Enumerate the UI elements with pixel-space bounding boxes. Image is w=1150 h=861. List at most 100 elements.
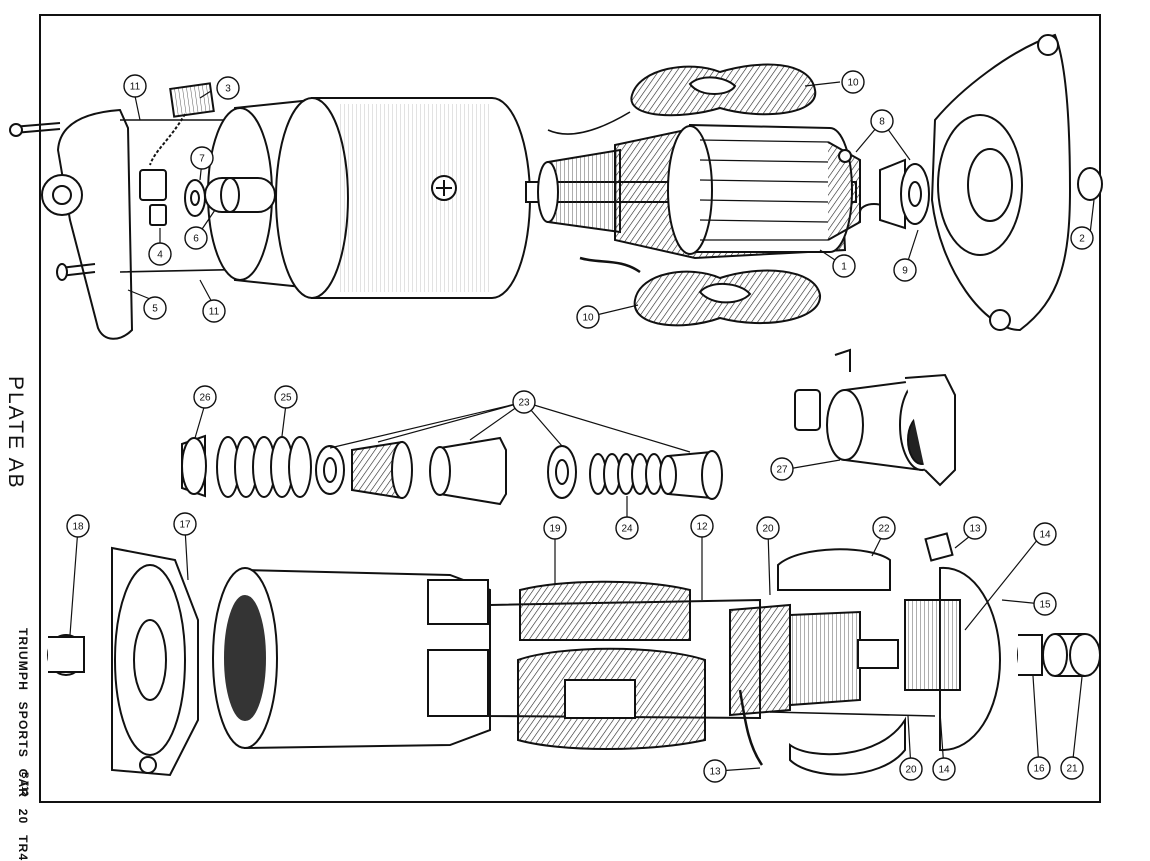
callout-circle (1033, 592, 1057, 616)
callout-number: 19 (549, 524, 561, 535)
leader-lines (69, 81, 1095, 772)
callout-number: 24 (621, 524, 633, 535)
callout-circle (690, 514, 714, 538)
callout-circle (543, 516, 567, 540)
callout-number: 10 (847, 78, 859, 89)
callout-16: 16 (1027, 756, 1051, 780)
callout-2: 2 (1070, 226, 1094, 250)
callout-17: 17 (173, 512, 197, 536)
callout-26: 26 (193, 385, 217, 409)
callout-19: 19 (543, 516, 567, 540)
callout-6: 6 (184, 226, 208, 250)
callout-number: 22 (878, 524, 890, 535)
armature-core (729, 603, 791, 717)
callout-number: 14 (1039, 530, 1051, 541)
commutator (789, 610, 861, 707)
callout-number: 7 (199, 154, 205, 165)
callout-circle (841, 70, 865, 94)
callout-number: 14 (938, 765, 950, 776)
callout-circle (870, 109, 894, 133)
callout-13: 13 (703, 759, 727, 783)
callout-number: 12 (696, 522, 708, 533)
callout-20: 20 (899, 757, 923, 781)
through-bolt (769, 711, 936, 717)
callout-number: 10 (582, 313, 594, 324)
plate-title: PLATE AB (4, 376, 27, 490)
callout-23: 23 (512, 390, 536, 414)
callout-circle (193, 385, 217, 409)
callout-circle (66, 514, 90, 538)
callout-circle (1033, 522, 1057, 546)
callout-number: 6 (193, 234, 199, 245)
callout-number: 2 (1079, 234, 1085, 245)
callout-11: 11 (123, 74, 147, 98)
drive-pinion-parts (181, 434, 723, 506)
callout-circle (202, 299, 226, 323)
callout-number: 21 (1066, 764, 1078, 775)
plate-code: B 712 (20, 772, 30, 797)
callout-number: 26 (199, 393, 211, 404)
callout-circle (576, 305, 600, 329)
callout-circle (963, 516, 987, 540)
callout-22: 22 (872, 516, 896, 540)
brush-box (139, 169, 167, 201)
callout-number: 3 (225, 84, 231, 95)
callout-circle (893, 258, 917, 282)
lower-starter-assembly (47, 532, 1101, 777)
callout-12: 12 (690, 514, 714, 538)
callout-circle (615, 516, 639, 540)
callout-circle (184, 226, 208, 250)
brush-gear (904, 599, 961, 691)
callout-20: 20 (756, 516, 780, 540)
field-coil-upper (519, 580, 691, 641)
callout-number: 15 (1039, 600, 1051, 611)
callout-13: 13 (963, 516, 987, 540)
footer-title: TRIUMPH SPORTS CAR 20 TR4 (16, 628, 30, 861)
bush (220, 177, 240, 213)
callout-circle (932, 757, 956, 781)
callout-4: 4 (148, 242, 172, 266)
callout-1: 1 (832, 254, 856, 278)
callout-circle (756, 516, 780, 540)
callout-circle (512, 390, 536, 414)
callout-circle (872, 516, 896, 540)
callout-circle (190, 146, 214, 170)
callout-21: 21 (1060, 756, 1084, 780)
callout-5: 5 (143, 296, 167, 320)
callout-7: 7 (190, 146, 214, 170)
bush-large (1069, 633, 1101, 677)
callout-circle (832, 254, 856, 278)
cover-band (777, 548, 891, 591)
callout-number: 20 (905, 765, 917, 776)
callout-18: 18 (66, 514, 90, 538)
callout-number: 11 (130, 82, 141, 93)
callout-24: 24 (615, 516, 639, 540)
callout-circle (173, 512, 197, 536)
callout-3: 3 (216, 76, 240, 100)
callout-number: 16 (1033, 764, 1045, 775)
callout-number: 13 (969, 524, 981, 535)
callout-circle (274, 385, 298, 409)
callout-circle (1060, 756, 1084, 780)
callout-labels: 11 3 7 6 4 5 11 10 8 2 9 1 10 26 25 23 24 27 18 17 19 12 20 22 1… (66, 70, 1094, 783)
callout-15: 15 (1033, 592, 1057, 616)
callout-14: 14 (1033, 522, 1057, 546)
callout-8: 8 (870, 109, 894, 133)
callout-10: 10 (576, 305, 600, 329)
upper-starter-assembly (9, 33, 1103, 340)
callout-number: 5 (152, 304, 158, 315)
pin (838, 149, 852, 163)
callout-circle (703, 759, 727, 783)
callout-number: 25 (280, 393, 292, 404)
callout-number: 27 (776, 465, 788, 476)
callout-circle (1027, 756, 1051, 780)
callout-11: 11 (202, 299, 226, 323)
callout-14: 14 (932, 757, 956, 781)
callout-circle (148, 242, 172, 266)
callout-circle (143, 296, 167, 320)
callout-number: 8 (879, 117, 885, 128)
callout-number: 13 (709, 767, 721, 778)
callout-number: 9 (902, 266, 908, 277)
nut (1077, 167, 1103, 201)
callout-circle (123, 74, 147, 98)
